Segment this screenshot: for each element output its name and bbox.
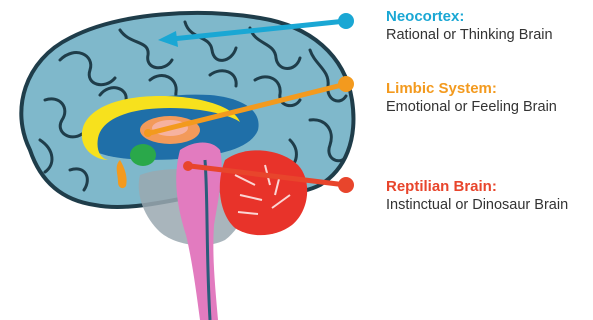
neocortex-description: Rational or Thinking Brain (386, 26, 553, 44)
neocortex-label: Neocortex: Rational or Thinking Brain (386, 8, 553, 44)
reptilian-label: Reptilian Brain: Instinctual or Dinosaur… (386, 178, 568, 214)
limbic-description: Emotional or Feeling Brain (386, 98, 557, 116)
reptilian-description: Instinctual or Dinosaur Brain (386, 196, 568, 214)
cerebellum-shape (220, 150, 307, 235)
limbic-label: Limbic System: Emotional or Feeling Brai… (386, 80, 557, 116)
reptilian-title: Reptilian Brain: (386, 178, 568, 196)
neocortex-title: Neocortex: (386, 8, 553, 26)
limbic-title: Limbic System: (386, 80, 557, 98)
amygdala-shape (130, 144, 156, 166)
